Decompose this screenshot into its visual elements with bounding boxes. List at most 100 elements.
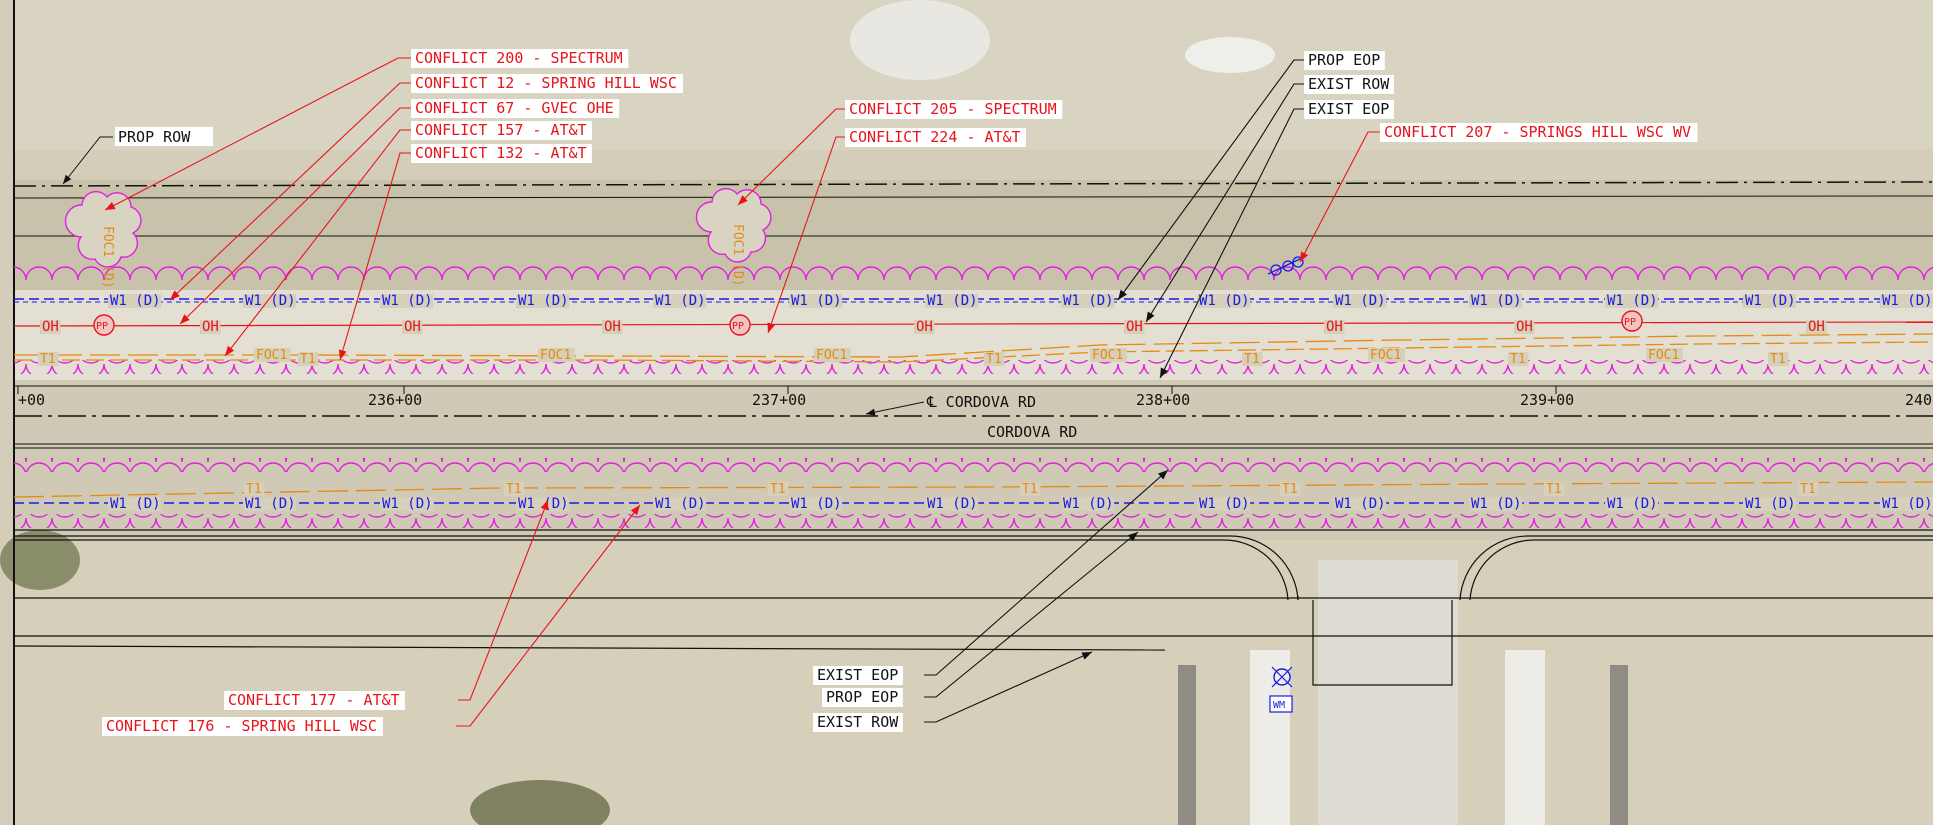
power-pole-2: PP — [729, 314, 751, 336]
overhead-line — [13, 321, 1933, 327]
centerline-label: ℄ CORDOVA RD — [926, 393, 1036, 411]
tree-clump-mid — [695, 187, 772, 263]
bottom-label-1: PROP EOP — [826, 688, 898, 706]
overhead-label-7: OH — [1516, 319, 1533, 335]
overhead-label-8: OH — [1808, 319, 1825, 335]
north-telecom-label-5: T1 — [1770, 352, 1786, 367]
conflict-right: CONFLICT 207 - SPRINGS HILL WSC WV — [1384, 123, 1691, 141]
north-telecom-label-2: T1 — [986, 352, 1002, 367]
south-water-label-0: W1 (D) — [110, 496, 161, 512]
north-water-label-13: W1 (D) — [1882, 293, 1933, 309]
power-pole-1: PP — [93, 314, 115, 336]
top-right-edge-callouts: PROP EOP EXIST ROW EXIST EOP — [1117, 51, 1394, 379]
south-water-label-12: W1 (D) — [1745, 496, 1796, 512]
conflict-left-1: CONFLICT 12 - SPRING HILL WSC — [415, 74, 677, 92]
north-fiber-label-4: FOC1 — [1370, 348, 1401, 363]
south-water-label-2: W1 (D) — [382, 496, 433, 512]
conflict-bottom-1: CONFLICT 176 - SPRING HILL WSC — [106, 717, 377, 735]
south-road-edges — [13, 529, 1933, 686]
north-fiber-label-2: FOC1 — [816, 348, 847, 363]
overhead-label-0: OH — [42, 319, 59, 335]
north-water-label-10: W1 (D) — [1471, 293, 1522, 309]
left-conflict-callouts: CONFLICT 200 - SPECTRUM CONFLICT 12 - SPR… — [104, 49, 683, 361]
north-water-label-8: W1 (D) — [1199, 293, 1250, 309]
north-water-label-0: W1 (D) — [110, 293, 161, 309]
north-telecom-label-1: T1 — [300, 352, 316, 367]
north-water-label-5: W1 (D) — [791, 293, 842, 309]
south-telecom-label-4: T1 — [1282, 482, 1298, 497]
north-telecom-label-3: T1 — [1244, 352, 1260, 367]
tree-fiber-label-mid: FOC1 (D) — [730, 224, 745, 287]
north-water-labels: W1 (D) W1 (D) W1 (D) W1 (D) W1 (D) W1 (D) W1 (… — [108, 293, 1933, 309]
north-water-label-6: W1 (D) — [927, 293, 978, 309]
south-tree-line — [14, 458, 1933, 528]
svg-text:PP: PP — [1624, 317, 1636, 328]
south-telecom-label-1: T1 — [506, 482, 522, 497]
south-telecom-label-2: T1 — [770, 482, 786, 497]
svg-text:PP: PP — [732, 321, 744, 332]
svg-text:WM: WM — [1273, 700, 1285, 711]
conflict-left-3: CONFLICT 157 - AT&T — [415, 121, 587, 139]
overhead-label-2: OH — [404, 319, 421, 335]
conflict-mid-0: CONFLICT 205 - SPECTRUM — [849, 100, 1057, 118]
water-valve-cluster — [1267, 256, 1304, 276]
conflict-left-0: CONFLICT 200 - SPECTRUM — [415, 49, 623, 67]
south-water-label-8: W1 (D) — [1199, 496, 1250, 512]
south-water-label-6: W1 (D) — [927, 496, 978, 512]
north-fiber-label-3: FOC1 — [1092, 348, 1123, 363]
south-water-label-10: W1 (D) — [1471, 496, 1522, 512]
south-water-label-3: W1 (D) — [518, 496, 569, 512]
south-telecom-label-5: T1 — [1546, 482, 1562, 497]
station-2: 237+00 — [752, 391, 806, 409]
top-right-label-0: PROP EOP — [1308, 51, 1380, 69]
conflict-left-2: CONFLICT 67 - GVEC OHE — [415, 99, 614, 117]
top-right-of-way — [13, 181, 1933, 237]
water-meter: WM — [1269, 666, 1293, 713]
south-water-label-4: W1 (D) — [655, 496, 706, 512]
conflict-bottom-0: CONFLICT 177 - AT&T — [228, 691, 400, 709]
north-water-label-12: W1 (D) — [1745, 293, 1796, 309]
north-fiber-label-5: FOC1 — [1648, 348, 1679, 363]
road-name: CORDOVA RD — [987, 423, 1077, 441]
overhead-label-4: OH — [916, 319, 933, 335]
north-water-label-9: W1 (D) — [1335, 293, 1386, 309]
top-right-label-1: EXIST ROW — [1308, 75, 1390, 93]
south-water-label-5: W1 (D) — [791, 496, 842, 512]
station-4: 239+00 — [1520, 391, 1574, 409]
bottom-label-2: EXIST ROW — [817, 713, 899, 731]
north-water-label-2: W1 (D) — [382, 293, 433, 309]
north-telecom-label-4: T1 — [1510, 352, 1526, 367]
station-0: +00 — [18, 391, 45, 409]
north-fiber-label-1: FOC1 — [540, 348, 571, 363]
north-water-label-11: W1 (D) — [1607, 293, 1658, 309]
north-water-label-3: W1 (D) — [518, 293, 569, 309]
station-1: 236+00 — [368, 391, 422, 409]
north-water-label-4: W1 (D) — [655, 293, 706, 309]
power-pole-3: PP — [1621, 310, 1643, 332]
tree-fiber-label-left: FOC1 (D) — [100, 226, 115, 289]
south-telecom-label-6: T1 — [1800, 482, 1816, 497]
north-telecom-label-0: T1 — [40, 352, 56, 367]
south-water-label-11: W1 (D) — [1607, 496, 1658, 512]
top-right-label-2: EXIST EOP — [1308, 100, 1389, 118]
station-5: 240 — [1905, 391, 1932, 409]
conflict-left-4: CONFLICT 132 - AT&T — [415, 144, 587, 162]
north-water-label-7: W1 (D) — [1063, 293, 1114, 309]
prop-row-label: PROP ROW — [118, 128, 191, 146]
south-telecom-label-0: T1 — [246, 482, 262, 497]
south-water-label-7: W1 (D) — [1063, 496, 1114, 512]
south-water-label-13: W1 (D) — [1882, 496, 1933, 512]
overhead-label-1: OH — [202, 319, 219, 335]
overhead-label-5: OH — [1126, 319, 1143, 335]
south-water-label-1: W1 (D) — [245, 496, 296, 512]
south-water-labels: W1 (D) W1 (D) W1 (D) W1 (D) W1 (D) W1 (D) W1 (… — [108, 496, 1933, 512]
svg-text:PP: PP — [96, 321, 108, 332]
station-3: 238+00 — [1136, 391, 1190, 409]
right-conflict-callout: CONFLICT 207 - SPRINGS HILL WSC WV — [1299, 123, 1698, 263]
bottom-conflict-callouts: CONFLICT 177 - AT&T CONFLICT 176 - SPRING… — [102, 499, 641, 736]
north-fiber-label-0: FOC1 — [256, 348, 287, 363]
